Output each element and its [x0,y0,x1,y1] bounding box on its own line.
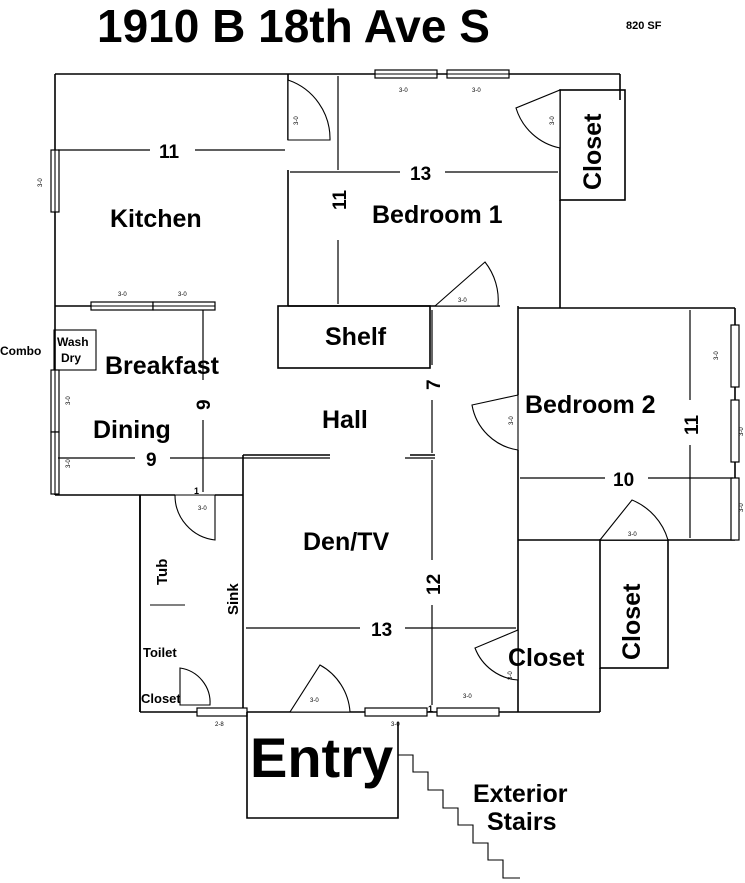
label-wash: Wash [57,335,89,349]
svg-text:1: 1 [428,704,433,714]
room-breakfast: Breakfast [105,352,220,380]
windows [50,69,740,717]
plan-title: 1910 B 18th Ave S [97,0,490,52]
entry-porch [246,712,520,879]
svg-text:3-0: 3-0 [178,292,187,298]
svg-text:3-0: 3-0 [509,416,515,425]
dim-dining-width: 9 [146,450,157,471]
room-tub: Tub [154,559,171,585]
room-entry: Entry [250,726,393,789]
svg-text:3-0: 3-0 [118,292,127,298]
svg-text:3-0: 3-0 [198,506,207,512]
room-kitchen: Kitchen [110,205,202,233]
dim-den-depth: 12 [424,574,445,595]
svg-text:3-0: 3-0 [391,722,400,728]
svg-text:3-0: 3-0 [294,116,300,125]
room-bedroom-1: Bedroom 1 [372,201,503,229]
svg-text:3-0: 3-0 [508,671,514,680]
svg-text:3-0: 3-0 [38,178,44,187]
label-dry: Dry [61,351,81,365]
plan-area: 820 SF [626,20,662,32]
svg-text:3-0: 3-0 [739,503,745,512]
svg-text:3-0: 3-0 [714,351,720,360]
svg-text:3-0: 3-0 [399,88,408,94]
room-closet-bedroom-1: Closet [579,113,607,190]
dim-kitchen-width: 11 [159,142,180,163]
svg-text:3-0: 3-0 [458,298,467,304]
svg-text:3-0: 3-0 [550,116,556,125]
svg-text:3-0: 3-0 [463,694,472,700]
dim-den-width: 13 [371,620,392,641]
label-exterior: Exterior [473,780,568,808]
svg-text:1: 1 [194,486,199,496]
dim-bedroom1-width: 13 [410,164,431,185]
room-hall: Hall [322,406,368,434]
svg-text:3-0: 3-0 [628,532,637,538]
svg-text:3-0: 3-0 [739,427,745,436]
svg-text:3-0: 3-0 [66,459,72,468]
dim-bedroom2-width: 10 [613,470,634,491]
dim-dining-depth: 9 [194,399,215,410]
room-closet-bedroom-2: Closet [618,583,646,660]
svg-text:3-0: 3-0 [472,88,481,94]
room-closet-den: Closet [508,644,585,672]
room-sink: Sink [225,583,242,615]
interior-walls [53,74,519,712]
label-combo: Combo [0,344,41,358]
svg-text:3-0: 3-0 [66,396,72,405]
room-dining: Dining [93,416,171,444]
room-shelf: Shelf [325,323,387,351]
svg-text:3-0: 3-0 [310,698,319,704]
doors [174,79,669,713]
dim-hall-depth: 7 [424,379,445,390]
svg-text:2-8: 2-8 [215,722,224,728]
room-bedroom-2: Bedroom 2 [525,391,656,419]
room-toilet: Toilet [143,645,177,660]
dim-bedroom1-depth: 11 [330,189,351,210]
room-den-tv: Den/TV [303,528,389,556]
room-closet-bath: Closet [141,691,181,706]
opening-labels: 3-0 3-0 3-0 3-0 3-0 3-0 3-0 3-0 3-0 3-0 … [38,88,745,728]
dimension-lines [58,76,733,705]
dim-bedroom2-depth: 11 [682,414,703,435]
label-stairs: Stairs [487,808,556,836]
